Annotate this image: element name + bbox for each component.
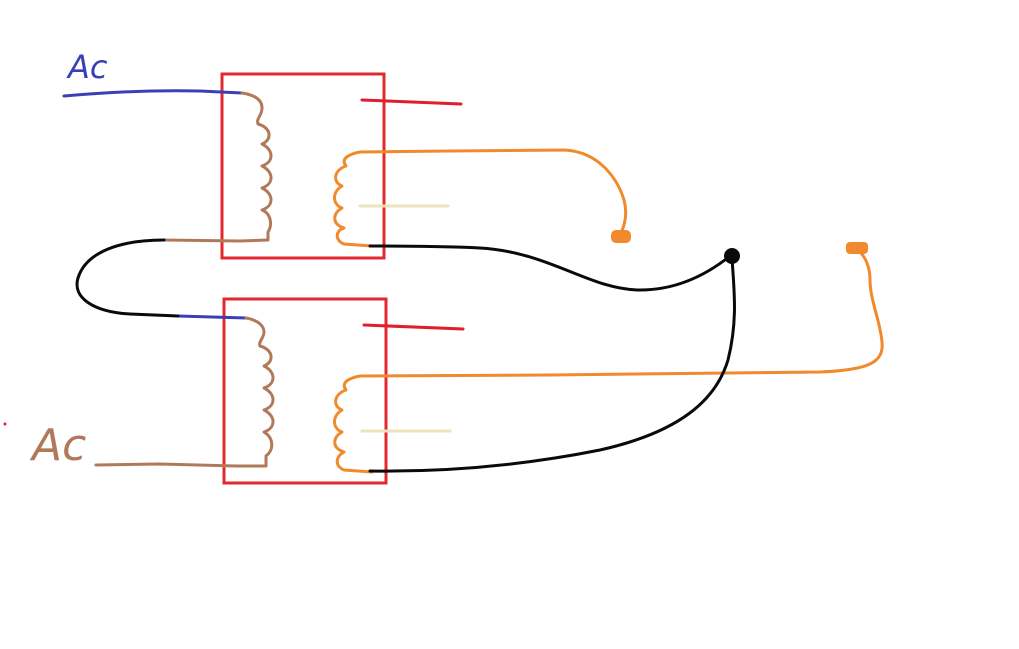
coil-link-wire <box>75 238 180 318</box>
relay-top <box>62 72 631 260</box>
common-junction-dot <box>724 248 740 264</box>
relay-top-ac-wire <box>62 89 244 98</box>
relay-top-contact-wire <box>333 148 628 248</box>
bottom-common-wire <box>368 256 736 473</box>
relay-bottom-box <box>222 297 388 485</box>
relay-bottom-output-terminal <box>846 242 868 254</box>
relay-bottom-contact-wire <box>333 250 884 474</box>
relay-bottom-red-terminal <box>362 323 465 331</box>
relay-top-box <box>220 72 386 260</box>
relay-bottom-blue-wire <box>176 314 248 320</box>
top-common-wire <box>368 244 732 292</box>
relay-top-coil <box>162 91 273 243</box>
relay-top-output-terminal <box>611 230 631 243</box>
top-ac-label: Ac <box>66 48 108 86</box>
relay-top-red-terminal <box>360 98 463 106</box>
bottom-ac-label: Ac <box>29 420 86 471</box>
relay-bottom-coil <box>94 316 275 468</box>
relay-bottom <box>94 242 884 485</box>
stray-mark <box>3 422 7 426</box>
